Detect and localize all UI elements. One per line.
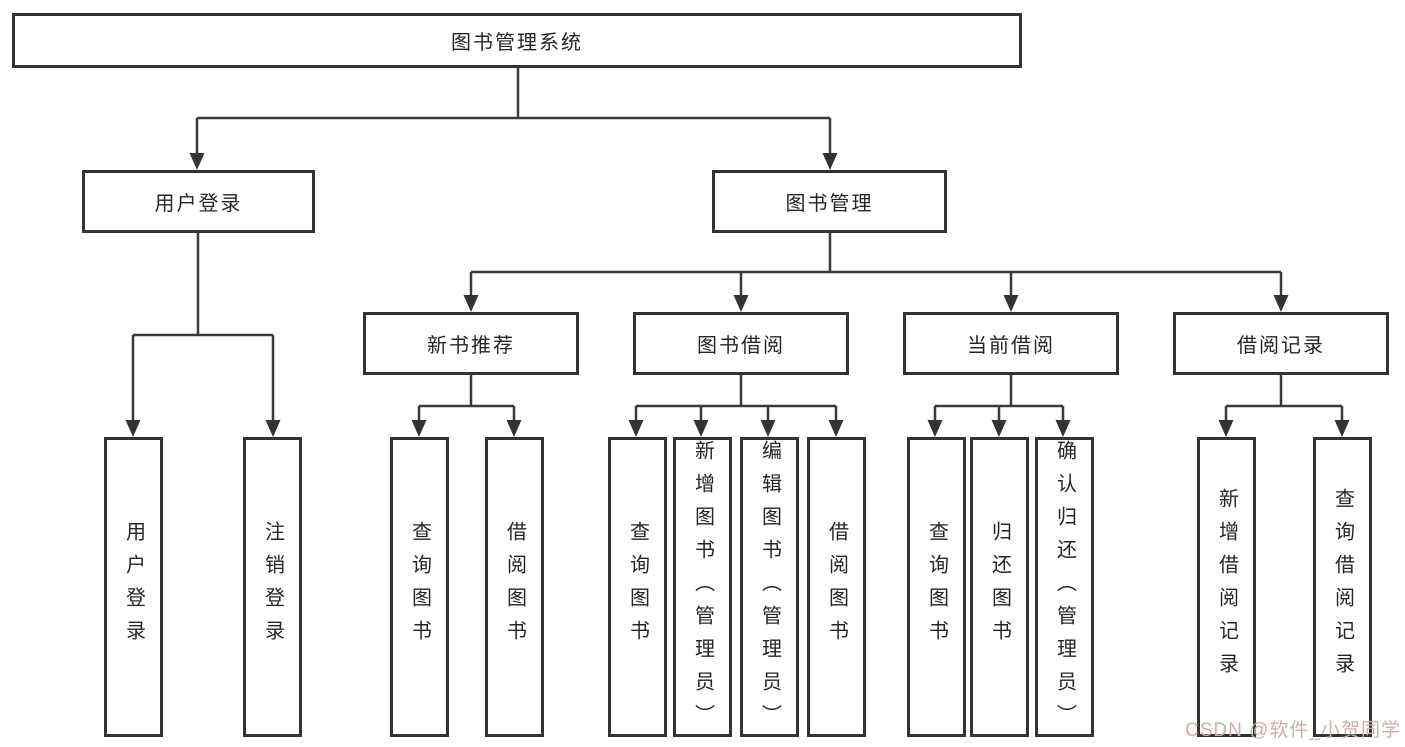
- leaf-query-borrow-record: 查询借阅记录: [1313, 437, 1372, 737]
- leaf-recommend-borrow-books: 借阅图书: [485, 437, 544, 737]
- leaf-user-login-label: 用户登录: [122, 521, 145, 653]
- leaf-return-books: 归还图书: [970, 437, 1029, 737]
- leaf-add-borrow-record-label: 新增借阅记录: [1215, 488, 1238, 686]
- leaf-recommend-query-books-label: 查询图书: [408, 521, 431, 653]
- leaf-borrow-books-label: 借阅图书: [825, 521, 848, 653]
- leaf-recommend-query-books: 查询图书: [390, 437, 449, 737]
- node-borrow-records-label: 借阅记录: [1237, 335, 1325, 357]
- watermark-text: CSDN @软件_小贺同学: [1185, 720, 1401, 741]
- connector-root-to-level2: [189, 68, 838, 170]
- node-book-borrow: 图书借阅: [633, 312, 849, 375]
- leaf-borrow-query-books: 查询图书: [608, 437, 667, 737]
- node-user-login-label: 用户登录: [154, 193, 243, 215]
- leaf-query-borrow-record-label: 查询借阅记录: [1331, 488, 1354, 686]
- node-book-management-label: 图书管理: [785, 193, 874, 215]
- leaf-logout: 注销登录: [243, 437, 302, 737]
- leaf-confirm-return-admin-label: 确认归还（管理员）: [1053, 440, 1076, 737]
- leaf-logout-label: 注销登录: [261, 521, 284, 653]
- node-root-label: 图书管理系统: [451, 32, 583, 54]
- node-new-book-recommend: 新书推荐: [363, 312, 579, 375]
- node-user-login: 用户登录: [82, 170, 315, 233]
- leaf-confirm-return-admin: 确认归还（管理员）: [1035, 437, 1094, 737]
- leaf-borrow-query-books-label: 查询图书: [626, 521, 649, 653]
- leaf-current-query-books-label: 查询图书: [925, 521, 948, 653]
- node-root: 图书管理系统: [12, 13, 1022, 68]
- leaf-return-books-label: 归还图书: [988, 521, 1011, 653]
- connector-new-book-recommend-children: [411, 375, 522, 437]
- connector-book-management-children: [463, 233, 1289, 312]
- leaf-recommend-borrow-books-label: 借阅图书: [503, 521, 526, 653]
- leaf-add-books-admin: 新增图书（管理员）: [673, 437, 732, 737]
- leaf-add-books-admin-label: 新增图书（管理员）: [691, 440, 714, 737]
- node-borrow-records: 借阅记录: [1173, 312, 1389, 375]
- leaf-borrow-books: 借阅图书: [807, 437, 866, 737]
- node-book-borrow-label: 图书借阅: [697, 335, 785, 357]
- connector-user-login-children: [125, 233, 281, 437]
- leaf-add-borrow-record: 新增借阅记录: [1197, 437, 1256, 737]
- leaf-edit-books-admin-label: 编辑图书（管理员）: [758, 440, 781, 737]
- node-current-borrow: 当前借阅: [903, 312, 1119, 375]
- leaf-current-query-books: 查询图书: [907, 437, 966, 737]
- node-current-borrow-label: 当前借阅: [967, 335, 1055, 357]
- node-book-management: 图书管理: [712, 170, 947, 233]
- leaf-edit-books-admin: 编辑图书（管理员）: [740, 437, 799, 737]
- leaf-user-login: 用户登录: [104, 437, 163, 737]
- connector-current-borrow-children: [927, 375, 1071, 437]
- node-new-book-recommend-label: 新书推荐: [427, 335, 515, 357]
- connector-borrow-records-children: [1218, 375, 1350, 437]
- connector-book-borrow-children: [628, 375, 844, 437]
